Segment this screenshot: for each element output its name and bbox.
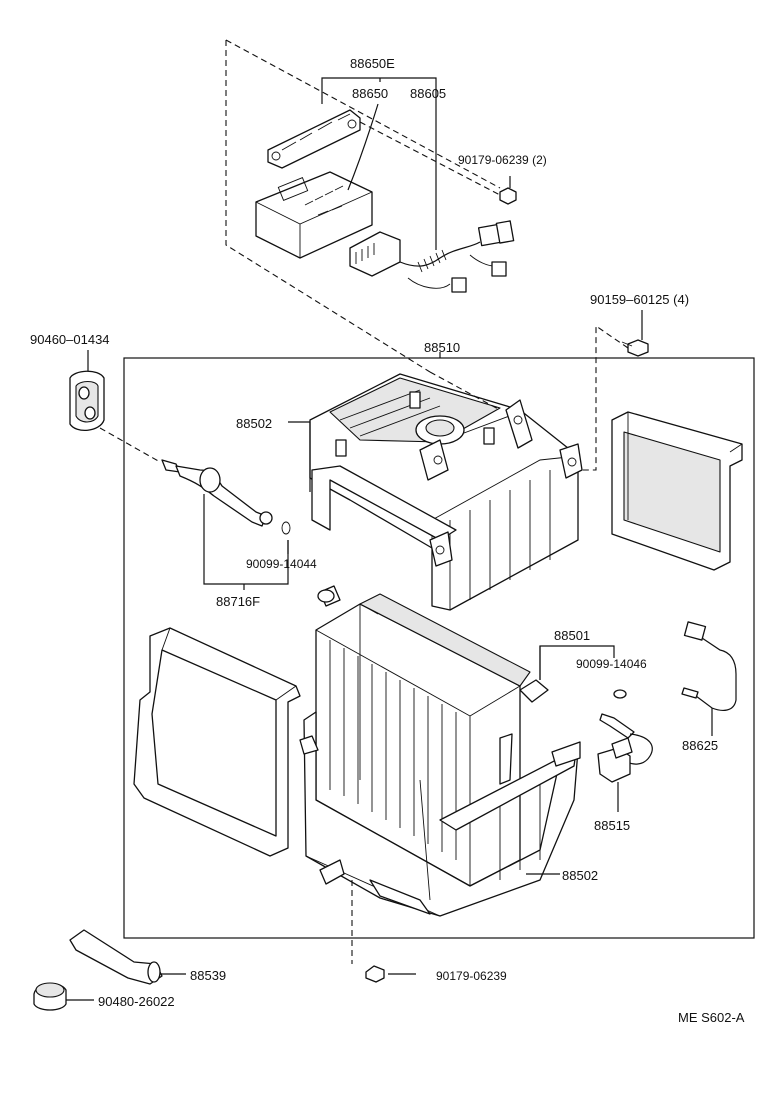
label-88539: 88539 <box>190 968 226 983</box>
label-90099-14046: 90099-14046 <box>576 657 647 671</box>
figure-code: ME S602-A <box>678 1010 745 1025</box>
drain-hose-88539 <box>69 929 186 985</box>
label-88515: 88515 <box>594 818 630 833</box>
label-88716F: 88716F <box>216 594 260 609</box>
label-88510: 88510 <box>424 340 460 355</box>
grommet-90460 <box>69 350 161 463</box>
switch-88515 <box>597 713 653 812</box>
label-88650: 88650 <box>352 86 388 101</box>
label-90460-01434: 90460–01434 <box>30 332 110 347</box>
label-88625: 88625 <box>682 738 718 753</box>
label-90099-14044: 90099-14044 <box>246 557 317 571</box>
plug-90480 <box>33 982 94 1011</box>
label-88501: 88501 <box>554 628 590 643</box>
label-90159-60125-4: 90159–60125 (4) <box>590 292 689 307</box>
thermistor-88625 <box>681 621 737 736</box>
amplifier-assembly <box>225 39 517 373</box>
label-88502-lower: 88502 <box>562 868 598 883</box>
seal-frame-upper-right <box>611 411 743 571</box>
label-88605: 88605 <box>410 86 446 101</box>
label-90179-06239: 90179-06239 <box>436 969 507 983</box>
assembly-frame <box>123 357 755 939</box>
label-90480-26022: 90480-26022 <box>98 994 175 1009</box>
label-90179-06239-2: 90179-06239 (2) <box>458 153 547 167</box>
seal-frame-lower-left <box>133 627 301 857</box>
label-88502-upper: 88502 <box>236 416 272 431</box>
label-88650E: 88650E <box>350 56 395 71</box>
nut-90179 <box>365 965 416 983</box>
upper-case-88502 <box>309 371 583 611</box>
lower-case-88502 <box>299 711 581 964</box>
pipe-88716F <box>161 459 291 590</box>
bolt-90159 <box>570 310 649 471</box>
